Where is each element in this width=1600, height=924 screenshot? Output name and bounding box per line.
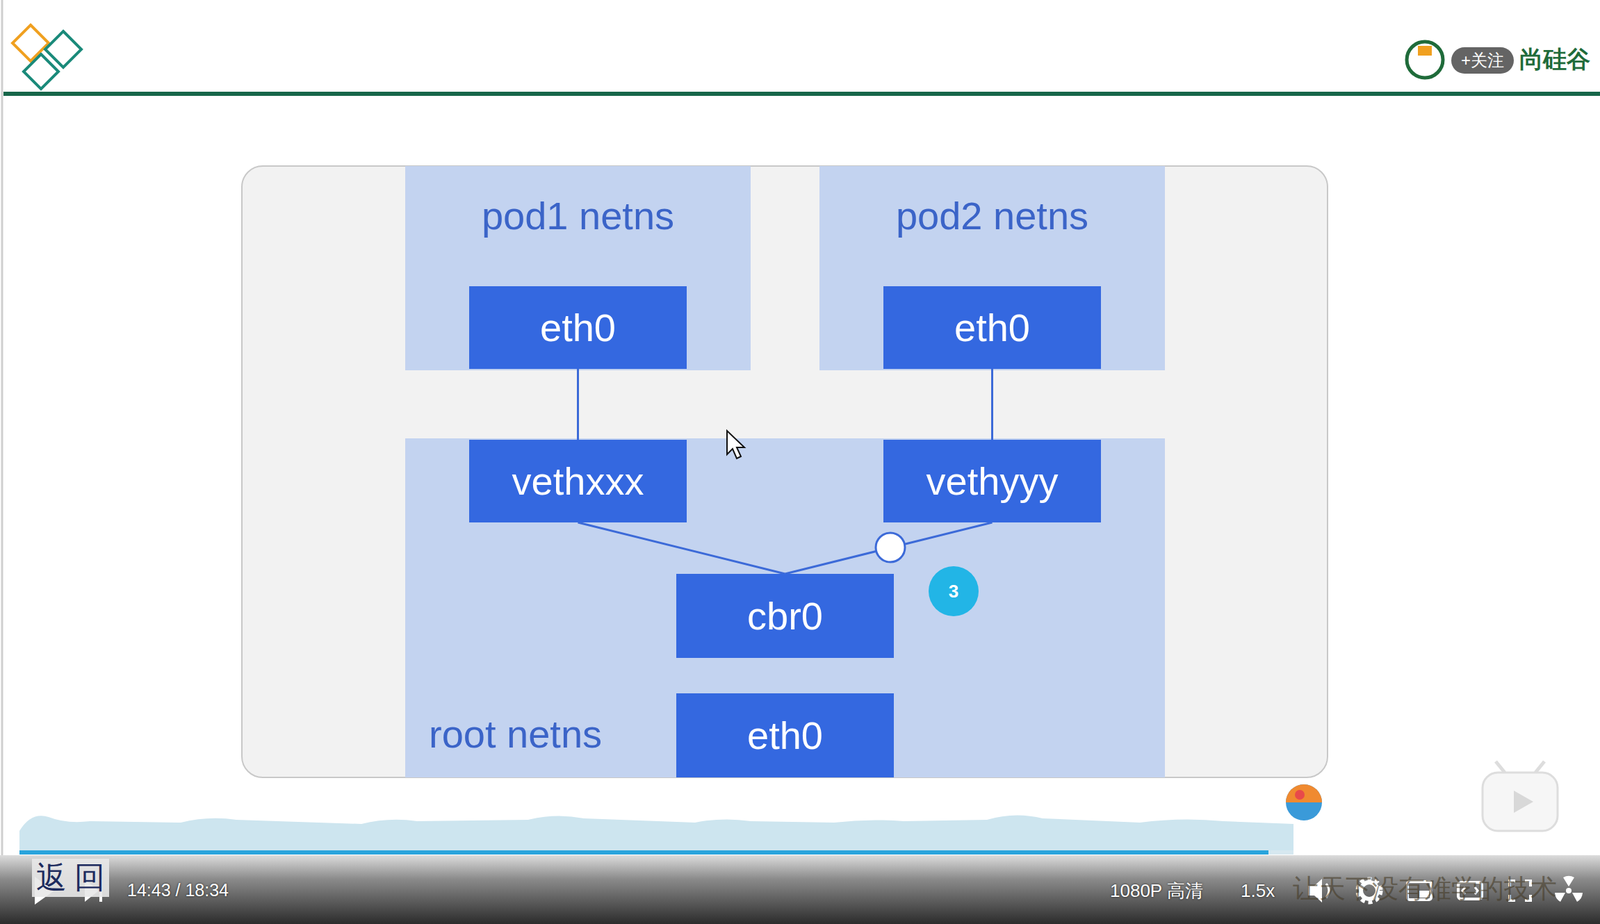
tv-icon	[1495, 761, 1545, 773]
interface-box: eth0	[469, 286, 687, 370]
progress-played	[19, 850, 1269, 855]
interface-box: eth0	[883, 286, 1101, 370]
progress-buffer	[1268, 850, 1294, 855]
mouse-cursor	[727, 430, 745, 459]
netns-region: pod1 netns eth0	[405, 166, 751, 371]
quality-label: 1080P 高清	[1109, 879, 1204, 903]
speed-label: 1.5x	[1240, 879, 1275, 903]
interface-label: eth0	[747, 712, 823, 759]
emoji-ball	[1285, 784, 1322, 803]
interface-label: eth0	[954, 304, 1031, 351]
link-line	[991, 369, 994, 440]
link-line	[785, 522, 993, 575]
slide-card	[241, 166, 1328, 778]
region-title: pod2 netns	[819, 192, 1165, 240]
interface-box: eth0	[676, 693, 894, 778]
interface-box: vethxxx	[469, 439, 687, 523]
callout-number: 3	[928, 566, 979, 617]
interface-label: eth0	[540, 304, 616, 351]
callout-circle	[928, 566, 979, 617]
interface-label: cbr0	[747, 592, 823, 640]
audio-waveform	[19, 815, 1294, 853]
region-title: root netns	[428, 711, 602, 758]
header-rule	[3, 91, 1600, 96]
left-border	[1, 0, 4, 924]
emoji-ball	[1294, 790, 1305, 800]
link-marker	[875, 533, 905, 563]
danmaku-icon	[1565, 888, 1572, 894]
interface-box: vethyyy	[883, 439, 1101, 523]
region-fill	[405, 438, 1165, 778]
region-fill	[405, 166, 751, 371]
interface-box: cbr0	[676, 574, 894, 659]
region-title: pod1 netns	[405, 192, 751, 240]
control-bar	[0, 855, 1600, 924]
brand-logo-icon	[1406, 41, 1443, 78]
brand-logo-icon	[1417, 45, 1432, 56]
follow-button: +关注	[1451, 47, 1514, 74]
tv-icon	[1513, 790, 1534, 814]
link-line	[576, 369, 579, 440]
tv-icon	[1482, 772, 1558, 832]
time-display: 14:43 / 18:34	[127, 879, 229, 902]
interface-label: vethyyy	[926, 458, 1059, 505]
slogan-watermark: 让天下没有难学的技术	[1292, 872, 1557, 907]
logo-diamond	[23, 54, 59, 89]
region-fill	[819, 166, 1165, 371]
brand-name: 尚硅谷	[1519, 44, 1591, 75]
interface-label: vethxxx	[512, 458, 645, 505]
netns-region: pod2 netns eth0	[819, 166, 1165, 371]
emoji-ball	[1285, 784, 1322, 821]
danmaku-icon	[1554, 876, 1583, 903]
netns-region: root netns vethxxx vethyyy cbr0 eth0	[405, 438, 1165, 778]
link-line	[578, 522, 786, 575]
back-watermark: 返 回	[31, 859, 110, 898]
